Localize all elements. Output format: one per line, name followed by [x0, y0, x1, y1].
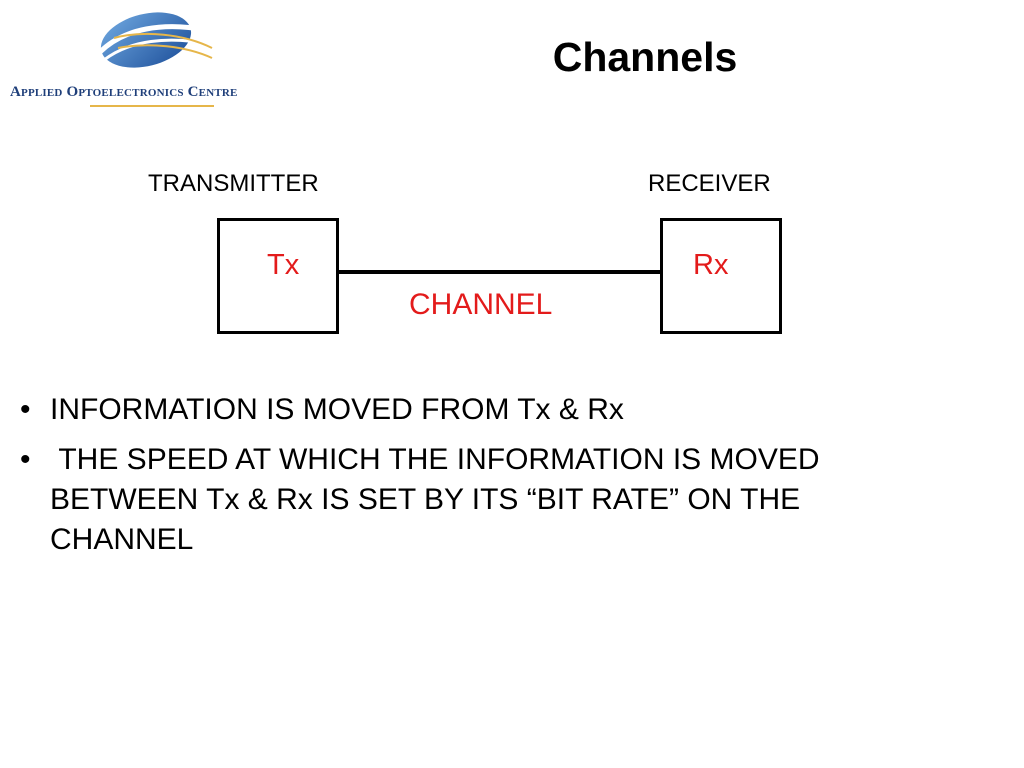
tx-box-text: Tx: [267, 249, 300, 281]
channel-label: CHANNEL: [409, 288, 553, 321]
rx-box-text: Rx: [693, 249, 729, 281]
bullet-text: INFORMATION IS MOVED FROM Tx & Rx: [50, 393, 624, 426]
receiver-box: Rx: [660, 218, 782, 334]
bullet-list: • INFORMATION IS MOVED FROM Tx & Rx • TH…: [20, 390, 950, 570]
slide-title: Channels: [552, 34, 738, 80]
transmitter-box: Tx: [217, 218, 339, 334]
logo-globe-icon: [98, 12, 213, 68]
channel-line: [339, 270, 660, 274]
logo-underline: [90, 105, 214, 107]
bullet-item: • INFORMATION IS MOVED FROM Tx & Rx: [20, 390, 950, 430]
transmitter-label: TRANSMITTER: [148, 170, 319, 197]
bullet-text: THE SPEED AT WHICH THE INFORMATION IS MO…: [50, 443, 828, 556]
logo-org-name: Applied Optoelectronics Centre: [10, 84, 238, 100]
receiver-label: RECEIVER: [648, 170, 771, 197]
bullet-marker: •: [20, 393, 31, 426]
bullet-item: • THE SPEED AT WHICH THE INFORMATION IS …: [20, 440, 950, 560]
bullet-marker: •: [20, 443, 31, 476]
company-logo: Applied Optoelectronics Centre: [8, 8, 298, 112]
